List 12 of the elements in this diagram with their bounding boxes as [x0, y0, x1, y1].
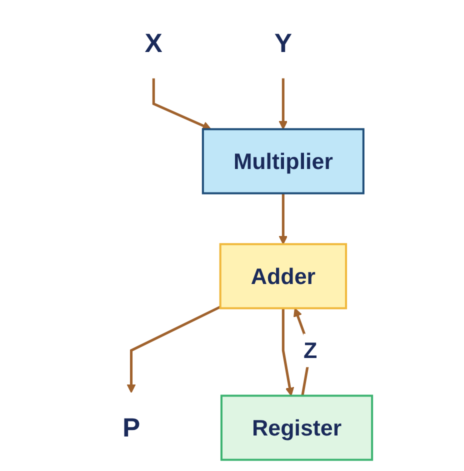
node-box: Adder	[219, 243, 348, 310]
node-text: X	[144, 27, 162, 58]
arrow	[152, 78, 212, 130]
arrow	[278, 78, 288, 130]
arrow	[126, 306, 221, 394]
node-text: P	[122, 412, 140, 443]
node-box: Register	[220, 394, 374, 461]
arrow	[278, 193, 288, 245]
node-box: Multiplier	[202, 128, 364, 194]
node-text: Y	[274, 27, 292, 58]
arrow	[282, 308, 294, 396]
edge-label: Z	[304, 338, 318, 364]
